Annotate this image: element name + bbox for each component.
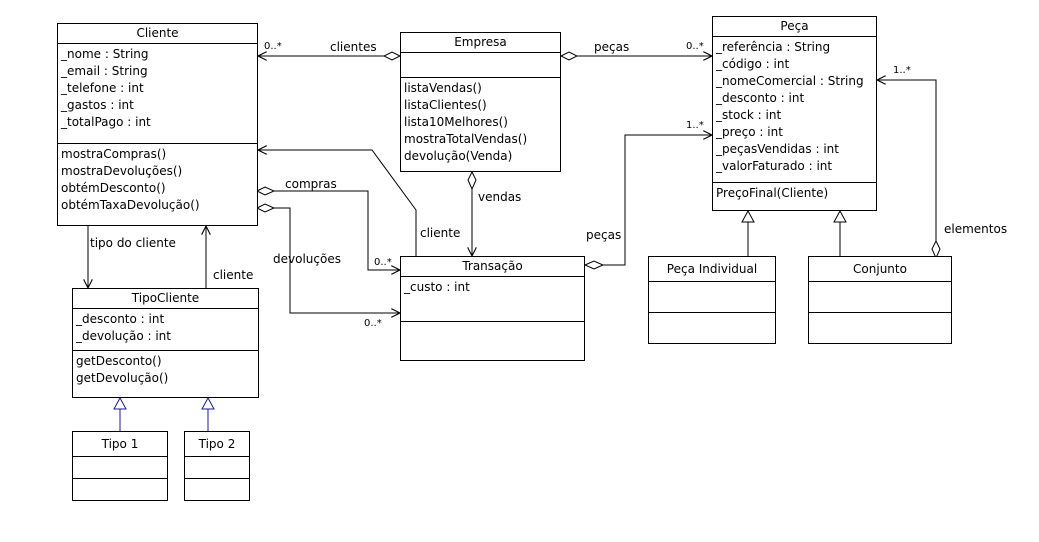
label-cliente-tipo: cliente xyxy=(213,268,254,282)
operations-compartment xyxy=(649,313,775,317)
label-compras: compras xyxy=(285,177,337,191)
label-pecas-empresa: peças xyxy=(594,40,630,54)
operations-compartment xyxy=(185,479,249,483)
attributes-compartment xyxy=(401,53,560,78)
operations-compartment: getDesconto() getDevolução() xyxy=(73,351,258,389)
class-name: Empresa xyxy=(401,33,560,53)
aggregation-diamond xyxy=(467,170,477,191)
operation: devolução(Venda) xyxy=(404,149,513,163)
attributes-compartment xyxy=(73,457,167,479)
class-conjunto[interactable]: Conjunto xyxy=(808,256,952,344)
operation: listaVendas() xyxy=(404,81,482,95)
aggregation-diamond xyxy=(255,186,276,196)
attribute: _devolução : int xyxy=(76,329,171,343)
class-peca[interactable]: Peça _referência : String _código : int … xyxy=(712,16,877,211)
attribute: _peçasVendidas : int xyxy=(716,142,839,156)
multiplicity-pecas-empresa: 0..* xyxy=(686,41,704,52)
attribute: _valorFaturado : int xyxy=(716,159,833,173)
attribute: _referência : String xyxy=(716,40,831,54)
operation: mostraCompras() xyxy=(61,147,167,161)
label-tipo-do-cliente: tipo do cliente xyxy=(90,236,176,250)
attributes-compartment: _referência : String _código : int _nome… xyxy=(713,37,876,183)
operation: lista10Melhores() xyxy=(404,115,508,129)
class-name: TipoCliente xyxy=(73,289,258,309)
class-tipo1[interactable]: Tipo 1 xyxy=(72,431,168,501)
edge-transacao-cliente xyxy=(258,150,417,256)
operations-compartment: PreçoFinal(Cliente) xyxy=(713,183,876,204)
label-devolucoes: devoluções xyxy=(273,252,341,266)
attribute: _stock : int xyxy=(716,108,782,122)
edge-transacao-pecas xyxy=(603,135,712,266)
label-clientes: clientes xyxy=(330,40,377,54)
inheritance-triangle xyxy=(201,396,215,410)
attribute: _totalPago : int xyxy=(61,115,151,129)
attribute: _preço : int xyxy=(716,125,783,139)
operation: PreçoFinal(Cliente) xyxy=(716,186,829,200)
label-vendas: vendas xyxy=(478,190,522,204)
attribute: _nome : String xyxy=(61,47,149,61)
class-transacao[interactable]: Transação _custo : int xyxy=(400,256,585,361)
edge-cliente-compras xyxy=(274,190,400,270)
multiplicity-compras: 0..* xyxy=(374,257,392,268)
operations-compartment: mostraCompras() mostraDevoluções() obtém… xyxy=(58,144,257,216)
operations-compartment xyxy=(401,322,584,326)
operation: obtémTaxaDevolução() xyxy=(61,198,200,212)
attributes-compartment: _custo : int xyxy=(401,277,584,322)
class-name: Tipo 1 xyxy=(73,432,167,457)
attribute: _código : int xyxy=(716,57,790,71)
edge-conjunto-elementos xyxy=(877,80,937,241)
operation: getDesconto() xyxy=(76,354,162,368)
multiplicity-clientes: 0..* xyxy=(264,41,282,52)
attributes-compartment xyxy=(649,282,775,313)
attributes-compartment xyxy=(185,457,249,479)
edge-cliente-devolucoes xyxy=(274,207,400,313)
aggregation-diamond xyxy=(583,260,605,270)
operations-compartment xyxy=(809,313,951,317)
class-name: Cliente xyxy=(58,24,257,44)
operation: mostraTotalVendas() xyxy=(404,132,528,146)
class-peca-individual[interactable]: Peça Individual xyxy=(648,256,776,344)
operations-compartment: listaVendas() listaClientes() lista10Mel… xyxy=(401,78,560,167)
inheritance-triangle xyxy=(833,209,847,223)
attributes-compartment: _desconto : int _devolução : int xyxy=(73,309,258,351)
class-tipo2[interactable]: Tipo 2 xyxy=(184,431,250,501)
label-elementos: elementos xyxy=(944,222,1008,236)
operation: mostraDevoluções() xyxy=(61,164,183,178)
attribute: _gastos : int xyxy=(61,98,134,112)
multiplicity-elementos: 1..* xyxy=(893,65,911,76)
aggregation-diamond xyxy=(255,203,276,213)
attribute: _desconto : int xyxy=(76,312,165,326)
attribute: _email : String xyxy=(61,64,148,78)
label-pecas-transacao: peças xyxy=(586,228,622,242)
attributes-compartment: _nome : String _email : String _telefone… xyxy=(58,44,257,144)
attribute: _desconto : int xyxy=(716,91,805,105)
inheritance-triangle xyxy=(741,209,755,223)
operation: getDevolução() xyxy=(76,371,169,385)
class-cliente[interactable]: Cliente _nome : String _email : String _… xyxy=(57,23,258,226)
class-tipocliente[interactable]: TipoCliente _desconto : int _devolução :… xyxy=(72,288,259,398)
attributes-compartment xyxy=(809,282,951,313)
operations-compartment xyxy=(73,479,167,483)
operation: obtémDesconto() xyxy=(61,181,166,195)
class-name: Tipo 2 xyxy=(185,432,249,457)
class-name: Transação xyxy=(401,257,584,277)
class-name: Conjunto xyxy=(809,257,951,282)
inheritance-triangle xyxy=(113,396,127,410)
multiplicity-pecas-transacao: 1..* xyxy=(686,120,704,131)
class-empresa[interactable]: Empresa listaVendas() listaClientes() li… xyxy=(400,32,561,172)
label-cliente-transacao: cliente xyxy=(420,226,461,240)
multiplicity-devolucoes: 0..* xyxy=(364,318,382,329)
aggregation-diamond xyxy=(559,51,579,61)
aggregation-diamond xyxy=(382,51,402,61)
class-name: Peça Individual xyxy=(649,257,775,282)
attribute: _custo : int xyxy=(404,280,470,294)
operation: listaClientes() xyxy=(404,98,487,112)
attribute: _nomeComercial : String xyxy=(716,74,864,88)
attribute: _telefone : int xyxy=(61,81,144,95)
class-name: Peça xyxy=(713,17,876,37)
aggregation-diamond xyxy=(931,239,941,260)
